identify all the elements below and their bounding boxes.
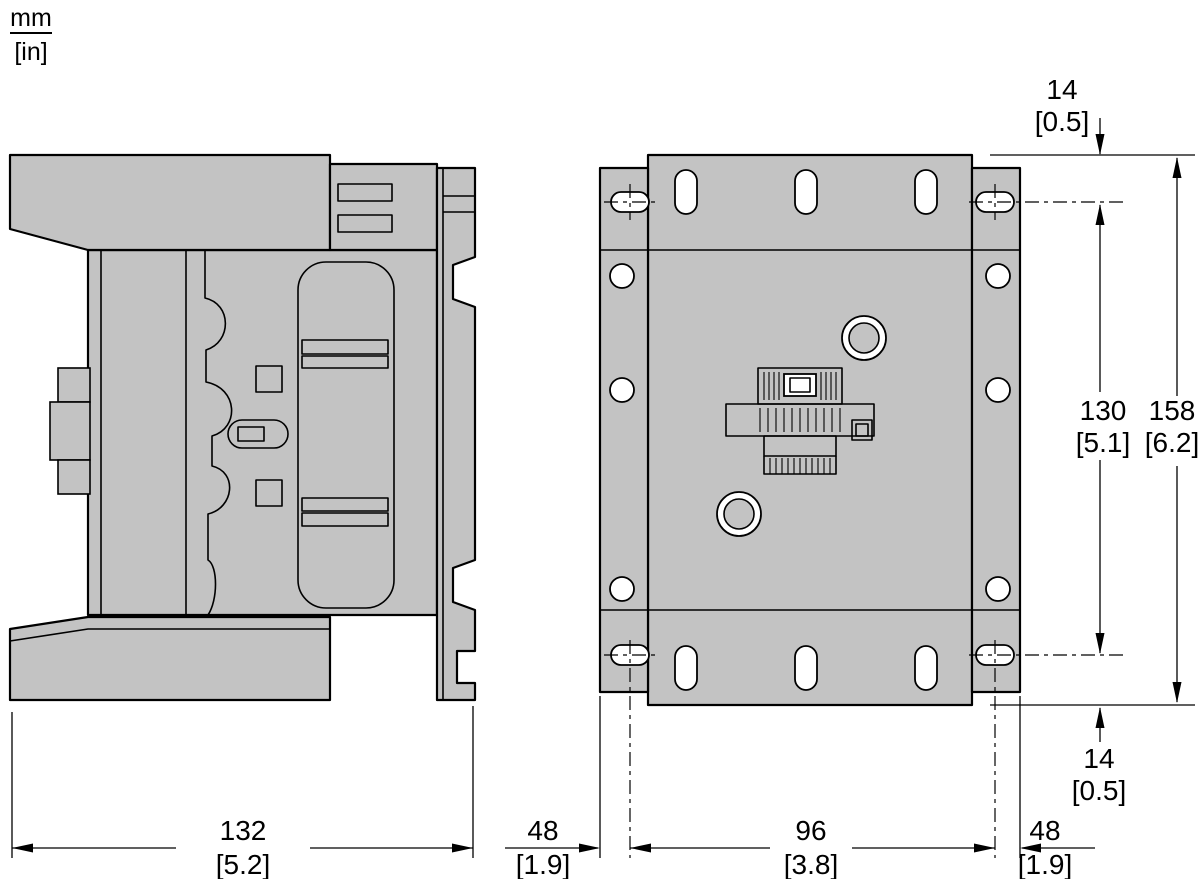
flange-hole bbox=[985, 263, 1011, 289]
arrow-left-icon bbox=[1020, 843, 1041, 853]
side-top-vent bbox=[337, 214, 393, 233]
flange-hole bbox=[609, 576, 635, 602]
flange-hole bbox=[985, 377, 1011, 403]
cable-slot-bottom bbox=[794, 645, 818, 691]
arrow-up-icon bbox=[1172, 157, 1182, 178]
cable-slot-top bbox=[914, 169, 938, 215]
dim-horizontal-hole-spacing: 96 [3.8] bbox=[630, 815, 995, 879]
mechanism-upper-block bbox=[757, 367, 843, 405]
arrow-down-icon bbox=[1095, 134, 1105, 155]
mechanism-comb-body bbox=[763, 435, 837, 457]
side-top-vent bbox=[337, 183, 393, 202]
dim-right-margin-mm: 48 bbox=[1029, 815, 1060, 846]
side-view bbox=[8, 153, 477, 702]
dim-overall-height: 158 [6.2] bbox=[1145, 157, 1199, 703]
dim-top-offset-in: [0.5] bbox=[1035, 106, 1089, 137]
front-right-flange bbox=[970, 166, 1022, 694]
dim-depth-in: [5.2] bbox=[216, 849, 270, 879]
side-vent-slot bbox=[301, 355, 389, 369]
dim-right-margin-in: [1.9] bbox=[1018, 849, 1072, 879]
side-vent-slot bbox=[301, 339, 389, 355]
dim-right-hole-margin: 48 [1.9] bbox=[1018, 815, 1095, 879]
cable-slot-bottom bbox=[914, 645, 938, 691]
flange-hole bbox=[609, 263, 635, 289]
dim-bottom-offset-mm: 14 bbox=[1083, 743, 1114, 774]
side-top-right-block bbox=[328, 162, 439, 252]
dim-horizontal-spacing-mm: 96 bbox=[795, 815, 826, 846]
arrow-up-icon bbox=[1095, 204, 1105, 225]
dim-bottom-hole-offset: 14 [0.5] bbox=[1072, 707, 1126, 806]
arrow-down-icon bbox=[1172, 682, 1182, 703]
dim-vertical-hole-spacing: 130 [5.1] bbox=[1076, 204, 1130, 654]
arrow-right-icon bbox=[452, 843, 473, 853]
side-latch-button bbox=[237, 426, 265, 442]
front-body bbox=[646, 153, 974, 707]
arrow-up-icon bbox=[1095, 707, 1105, 728]
side-screw-port bbox=[255, 365, 283, 393]
dim-depth-mm: 132 bbox=[220, 815, 267, 846]
coil-terminal-lug bbox=[57, 459, 91, 495]
flange-hole bbox=[609, 377, 635, 403]
mechanism-hatch-bar bbox=[759, 408, 841, 432]
mechanism-window bbox=[783, 373, 817, 397]
din-rail-mount bbox=[435, 166, 477, 702]
dim-overall-height-mm: 158 bbox=[1149, 395, 1196, 426]
dim-left-margin-in: [1.9] bbox=[516, 849, 570, 879]
side-vent-slot bbox=[301, 497, 389, 512]
dim-left-hole-margin: 48 [1.9] bbox=[505, 815, 600, 879]
coil-terminal-lug bbox=[57, 367, 91, 403]
units-mm-label: mm bbox=[10, 4, 52, 32]
mechanism-hatch-upper bbox=[763, 372, 837, 400]
side-module-outline bbox=[297, 261, 395, 609]
indicator-ring-inner bbox=[848, 322, 880, 354]
side-bottom-inner-line bbox=[9, 628, 330, 642]
mechanism-side-button bbox=[851, 419, 873, 441]
side-latch-slot bbox=[227, 419, 289, 449]
side-vent-slot bbox=[301, 512, 389, 527]
side-screw-port bbox=[255, 479, 283, 507]
cable-slot-top bbox=[794, 169, 818, 215]
dim-top-offset-mm: 14 bbox=[1046, 74, 1077, 105]
arrow-right-icon bbox=[974, 843, 995, 853]
dim-top-hole-offset: 14 [0.5] bbox=[1035, 74, 1105, 155]
front-view bbox=[598, 153, 1022, 707]
arrow-left-icon bbox=[12, 843, 33, 853]
cable-slot-top bbox=[674, 169, 698, 215]
arrow-right-icon bbox=[579, 843, 600, 853]
dim-overall-height-in: [6.2] bbox=[1145, 427, 1199, 458]
dim-vertical-spacing-in: [5.1] bbox=[1076, 427, 1130, 458]
arrow-down-icon bbox=[1095, 633, 1105, 654]
coil-terminal-lug bbox=[49, 401, 91, 461]
flange-hole bbox=[985, 576, 1011, 602]
cable-slot-bottom bbox=[674, 645, 698, 691]
dim-bottom-offset-in: [0.5] bbox=[1072, 775, 1126, 806]
units-label: mm [in] bbox=[10, 4, 52, 66]
dimension-annotations: 14 [0.5] 130 [5.1] 158 [6.2] 14 [0.5] bbox=[11, 74, 1199, 879]
mechanism-comb-teeth bbox=[769, 458, 831, 474]
side-top-terminal-block bbox=[8, 153, 332, 252]
dim-vertical-spacing-mm: 130 bbox=[1080, 395, 1127, 426]
mechanism-side-button-inner bbox=[855, 423, 869, 437]
dim-left-margin-mm: 48 bbox=[527, 815, 558, 846]
dim-overall-depth: 132 [5.2] bbox=[12, 815, 473, 879]
units-in-label: [in] bbox=[14, 38, 47, 66]
mechanism-window-inner bbox=[789, 377, 811, 393]
front-left-flange bbox=[598, 166, 650, 694]
indicator-ring-inner bbox=[723, 498, 755, 530]
side-main-body bbox=[86, 248, 439, 617]
center-mechanism bbox=[725, 367, 875, 475]
dim-horizontal-spacing-in: [3.8] bbox=[784, 849, 838, 879]
side-molding-contour bbox=[204, 250, 233, 616]
arrow-left-icon bbox=[630, 843, 651, 853]
